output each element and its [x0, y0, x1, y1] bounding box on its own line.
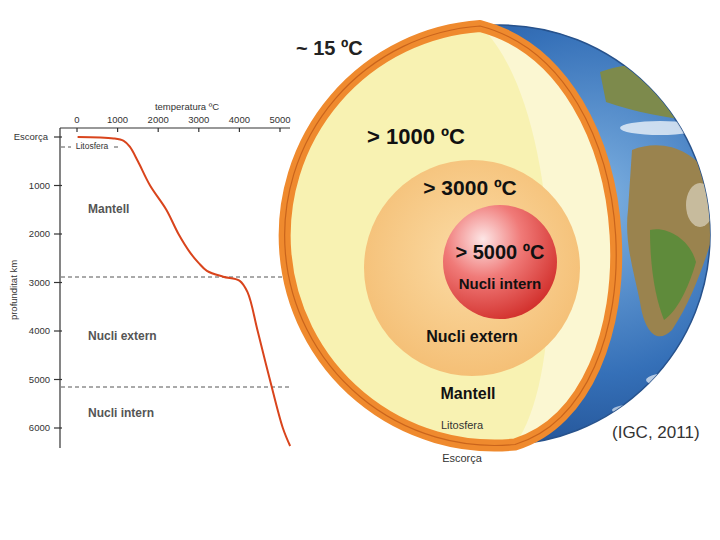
axis-tick	[54, 136, 62, 137]
tick-label: 3000	[188, 115, 209, 126]
axis-tick	[54, 330, 62, 331]
layer-name: Escorça	[442, 452, 482, 465]
cloud	[620, 121, 700, 135]
chart-axes	[54, 128, 290, 448]
tick-label: 2000	[148, 115, 169, 126]
layer-name: Nucli intern	[88, 407, 154, 421]
mantle-region: > 1000 ºC Mantell > 3000 ºC Nucli extern > 5…	[284, 20, 636, 452]
layer-name: Nucli extern	[426, 328, 518, 346]
tick-label: 1000	[107, 115, 128, 126]
tick-label: 2000	[29, 229, 50, 240]
tick-label: 1000	[29, 180, 50, 191]
tick-label: 6000	[29, 423, 50, 434]
axis-tick	[54, 233, 62, 234]
outer-core-disc	[364, 160, 580, 376]
cloud	[612, 404, 668, 416]
depth-axis	[59, 128, 60, 448]
temperature-axis	[60, 127, 290, 128]
temperature-value: > 1000 ºC	[367, 124, 465, 149]
layer-name: Litosfera	[76, 142, 109, 152]
inner-core-sphere	[443, 205, 557, 319]
boundary-lines	[61, 147, 290, 387]
surface-temperature: ~ 15 ºC	[296, 37, 363, 60]
tick-label: 5000	[269, 115, 290, 126]
inner-core-region: > 5000 ºC Nucli intern	[443, 205, 557, 319]
outer-core-region: > 3000 ºC Nucli extern > 5000 ºC Nucli inte…	[364, 160, 580, 376]
crust-outline	[285, 26, 617, 445]
axis-tick	[117, 128, 118, 132]
tick-label: 3000	[29, 277, 50, 288]
source-citation: (IGC, 2011)	[612, 423, 700, 443]
axis-tick	[198, 128, 199, 132]
layer-name: Nucli intern	[459, 275, 542, 292]
axis-tick	[54, 427, 62, 428]
boundary-dashed-line	[61, 277, 290, 278]
axis-tick	[158, 128, 159, 132]
tick-label: 5000	[29, 374, 50, 385]
crust-ring	[285, 26, 617, 445]
axis-tick	[279, 128, 280, 132]
cut-face	[285, 26, 617, 445]
layer-name: Escorça	[14, 132, 48, 143]
temperature-value: > 5000 ºC	[455, 241, 544, 264]
cloud	[646, 372, 714, 388]
layer-name: Mantell	[440, 385, 495, 403]
cloud	[686, 183, 714, 227]
temperature-curve	[78, 137, 291, 446]
axis-tick	[76, 128, 77, 132]
tick-label: 4000	[229, 115, 250, 126]
axis-tick	[54, 282, 62, 283]
layer-name: Mantell	[88, 203, 129, 217]
axis-tick	[54, 379, 62, 380]
tick-label: 0	[74, 115, 79, 126]
axis-title: temperatura ºC	[155, 102, 219, 113]
land-mass	[690, 329, 714, 358]
land-mass	[650, 229, 696, 320]
axis-tick	[239, 128, 240, 132]
temperature-value: > 3000 ºC	[423, 176, 517, 200]
land-mass	[600, 65, 712, 122]
land-mass	[627, 145, 714, 336]
layer-name: Litosfera	[441, 419, 483, 432]
boundary-dashed-line	[61, 387, 290, 388]
boundary-dashed-line	[114, 147, 121, 148]
axis-title: profunditat km	[9, 260, 20, 320]
mantle-face	[285, 26, 617, 445]
layer-name: Nucli extern	[88, 330, 157, 344]
axis-tick	[54, 185, 62, 186]
tick-label: 4000	[29, 326, 50, 337]
boundary-dashed-line	[61, 147, 71, 148]
